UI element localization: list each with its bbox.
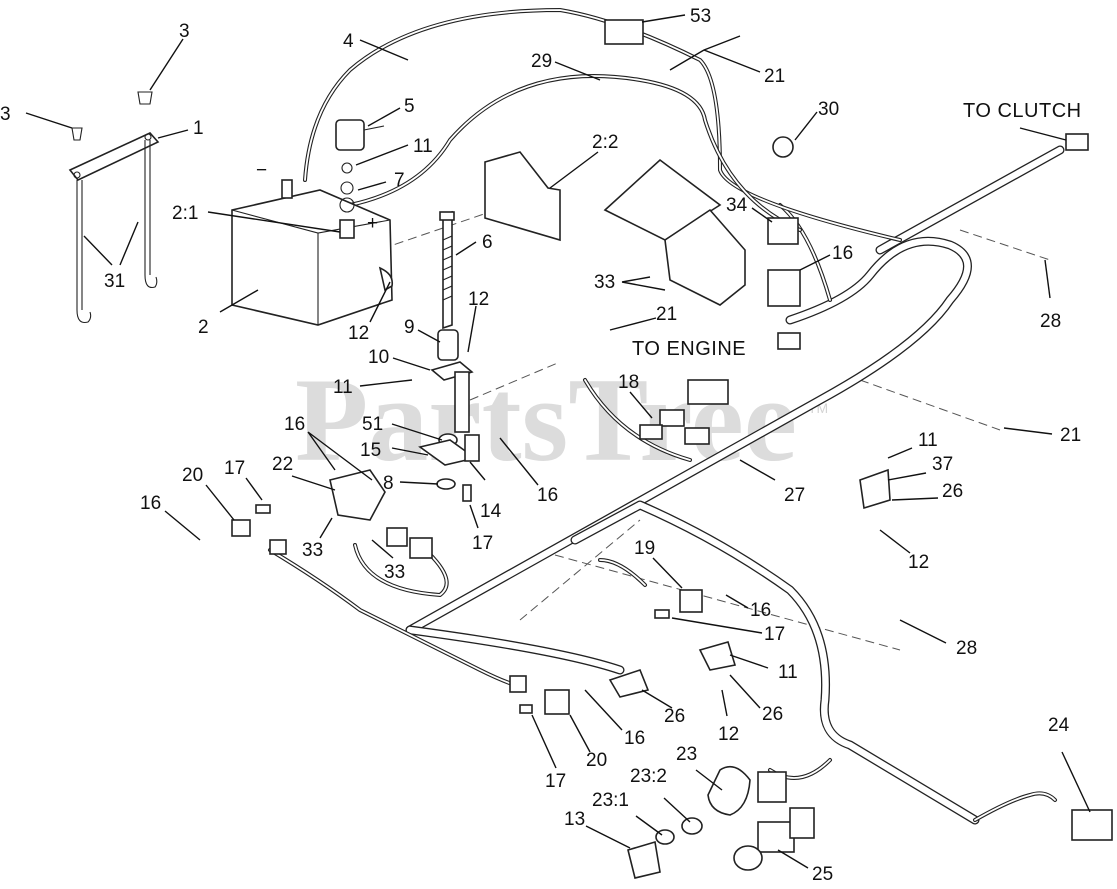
callout-label: 29	[531, 51, 552, 72]
leader-lines	[25, 14, 1091, 869]
bolt-spring-assembly	[418, 210, 480, 502]
callout-label: 3	[179, 21, 190, 42]
callout-label: 26	[664, 706, 685, 727]
callout-label: 17	[545, 771, 566, 792]
callout-label: 7	[394, 170, 405, 191]
callout-label: 16	[832, 243, 853, 264]
callout-label: 5	[404, 96, 415, 117]
callout-label: 25	[812, 864, 833, 885]
callout-label: 23	[676, 744, 697, 765]
callout-label: 18	[618, 372, 639, 393]
callout-label: 17	[224, 458, 245, 479]
callout-label: 21	[656, 304, 677, 325]
callout-label: 12	[718, 724, 739, 745]
callout-label: 4	[343, 31, 354, 52]
battery	[231, 179, 393, 326]
callout-label: 53	[690, 6, 711, 27]
callout-label: 33	[384, 562, 405, 583]
callout-label: 11	[333, 377, 353, 398]
callout-label: 33	[302, 540, 323, 561]
callout-label: 27	[784, 485, 805, 506]
callout-label: 12	[908, 552, 929, 573]
callout-label: 16	[537, 485, 558, 506]
callout-label: 16	[624, 728, 645, 749]
callout-label: 33	[594, 272, 615, 293]
callout-label: 8	[383, 473, 394, 494]
callout-label: 11	[918, 430, 938, 451]
callout-label: 13	[564, 809, 585, 830]
callout-label: 12	[468, 289, 489, 310]
battery-positive-sign: +	[367, 213, 378, 234]
callout-label: 28	[1040, 311, 1061, 332]
callout-label: 17	[764, 624, 785, 645]
callout-label: 26	[762, 704, 783, 725]
callout-label: 23:2	[630, 766, 667, 787]
callout-label: 16	[284, 414, 305, 435]
callout-label: 24	[1048, 715, 1070, 736]
callout-label: 16	[750, 600, 771, 621]
callout-label: 20	[586, 750, 607, 771]
callout-label: 15	[360, 440, 381, 461]
callout-label: 14	[480, 501, 502, 522]
callout-labels: 3 3 1 31 4 53 21 29 5 11 7 2:1 2 6 12 12…	[0, 6, 1081, 885]
callout-label: 23:1	[592, 790, 629, 811]
callout-label: 21	[1060, 425, 1081, 446]
callout-label: 51	[362, 414, 383, 435]
relay-5	[335, 119, 385, 213]
callout-label: 11	[413, 136, 433, 157]
callout-label: 30	[818, 99, 839, 120]
callout-label: 3	[0, 104, 11, 125]
callout-label: 6	[482, 232, 493, 253]
callout-label: 10	[368, 347, 389, 368]
hold-down-assembly	[68, 91, 160, 324]
battery-cables	[303, 7, 902, 242]
callout-label: 1	[193, 118, 204, 139]
callout-label: 21	[764, 66, 785, 87]
callout-label: 17	[472, 533, 493, 554]
note-to-engine: TO ENGINE	[632, 338, 746, 360]
callout-label: 22	[272, 454, 293, 475]
callout-label: 37	[932, 454, 953, 475]
callout-label: 26	[942, 481, 963, 502]
callout-label: 20	[182, 465, 203, 486]
callout-label: 2:1	[172, 203, 198, 224]
callout-label: 34	[726, 195, 748, 216]
wire-harness	[268, 145, 1065, 825]
callout-label: 2	[198, 317, 209, 338]
callout-label: 31	[104, 271, 125, 292]
component-shapes	[231, 19, 1113, 879]
callout-label: 11	[778, 662, 798, 683]
callout-label: 19	[634, 538, 655, 559]
callout-label: 12	[348, 323, 369, 344]
battery-negative-sign: −	[256, 160, 267, 181]
callout-label: 28	[956, 638, 977, 659]
note-to-clutch: TO CLUTCH	[963, 100, 1082, 122]
callout-label: 2:2	[592, 132, 618, 153]
callout-label: 9	[404, 317, 415, 338]
callout-label: 16	[140, 493, 161, 514]
battery-cover	[484, 151, 561, 242]
